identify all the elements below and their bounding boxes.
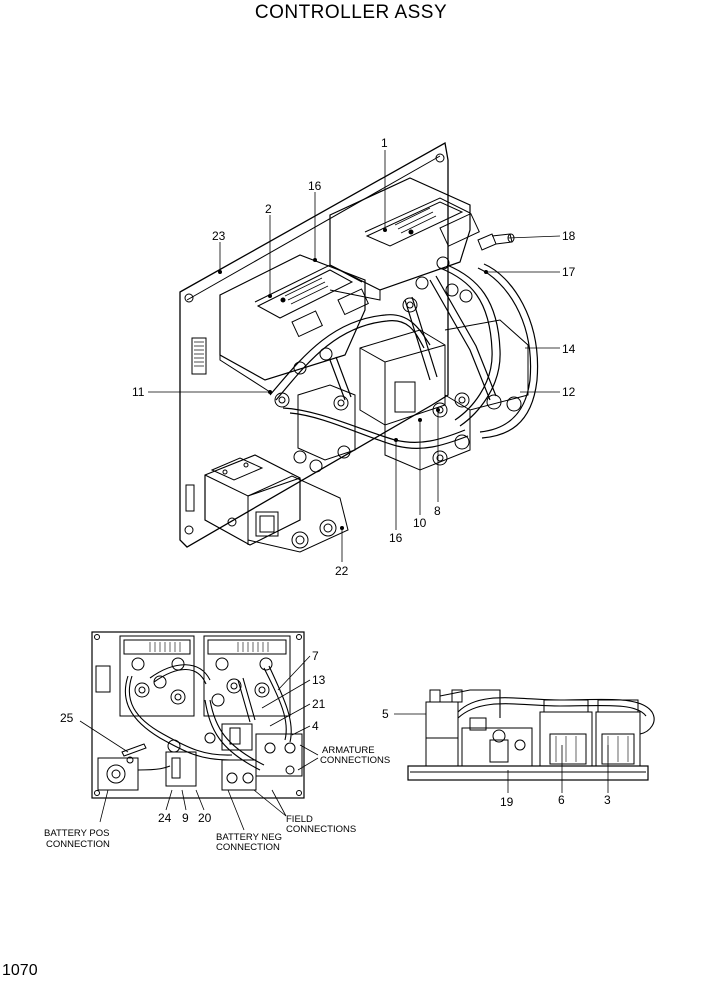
callout-20: 20 <box>198 811 212 825</box>
note-field-1: FIELD <box>286 814 313 825</box>
callout-13: 13 <box>312 673 326 687</box>
callout-11: 11 <box>132 385 145 399</box>
callout-23: 23 <box>212 229 226 243</box>
note-battery-neg-2: CONNECTION <box>216 842 280 853</box>
callout-8: 8 <box>434 504 441 518</box>
callout-6: 6 <box>558 793 565 807</box>
page-number: 1070 <box>2 962 38 979</box>
front-view-plate <box>91 631 305 799</box>
callout-9: 9 <box>182 811 189 825</box>
callout-24: 24 <box>158 811 172 825</box>
callout-18: 18 <box>562 229 576 243</box>
note-field-2: CONNECTIONS <box>286 824 356 835</box>
leader-dots-top <box>218 228 488 530</box>
callout-3: 3 <box>604 793 611 807</box>
leader-lines-side <box>394 713 609 793</box>
cable-harness <box>269 263 539 449</box>
callout-1: 1 <box>381 136 388 150</box>
callouts-front: 7 13 21 4 25 24 9 20 ARMATURE CONNECTION… <box>44 649 390 853</box>
callout-16b: 16 <box>389 531 403 545</box>
note-armature-2: CONNECTIONS <box>320 755 390 766</box>
side-view <box>394 689 655 793</box>
side-view-base <box>407 765 649 781</box>
callout-14: 14 <box>562 342 576 356</box>
controller-2 <box>219 254 369 393</box>
callout-16: 16 <box>308 179 322 193</box>
device-22 <box>204 454 349 553</box>
leader-lines-front <box>79 655 319 831</box>
note-battery-neg-1: BATTERY NEG <box>216 832 282 843</box>
callout-10: 10 <box>413 516 427 530</box>
knob-18 <box>477 233 515 251</box>
callout-4: 4 <box>312 719 319 733</box>
note-armature-1: ARMATURE <box>322 745 375 756</box>
note-battery-pos-1: BATTERY POS <box>44 828 109 839</box>
callout-19: 19 <box>500 795 514 809</box>
callout-5: 5 <box>382 707 389 721</box>
page-title: CONTROLLER ASSY <box>254 2 448 23</box>
callout-17: 17 <box>562 265 576 279</box>
front-view <box>79 631 319 831</box>
callouts-side: 5 19 6 3 <box>382 707 611 809</box>
note-battery-pos-2: CONNECTION <box>46 839 110 850</box>
callout-12: 12 <box>562 385 576 399</box>
callout-21: 21 <box>312 697 326 711</box>
terminal-lugs <box>274 256 522 473</box>
mounting-plate <box>179 141 449 548</box>
leader-lines-top <box>148 150 561 562</box>
callout-25: 25 <box>60 711 74 725</box>
callouts-top: 1 16 2 23 18 17 14 11 12 8 10 16 22 <box>132 136 576 578</box>
callout-22: 22 <box>335 564 349 578</box>
callout-2: 2 <box>265 202 272 216</box>
isometric-view <box>148 141 561 562</box>
callout-7: 7 <box>312 649 319 663</box>
